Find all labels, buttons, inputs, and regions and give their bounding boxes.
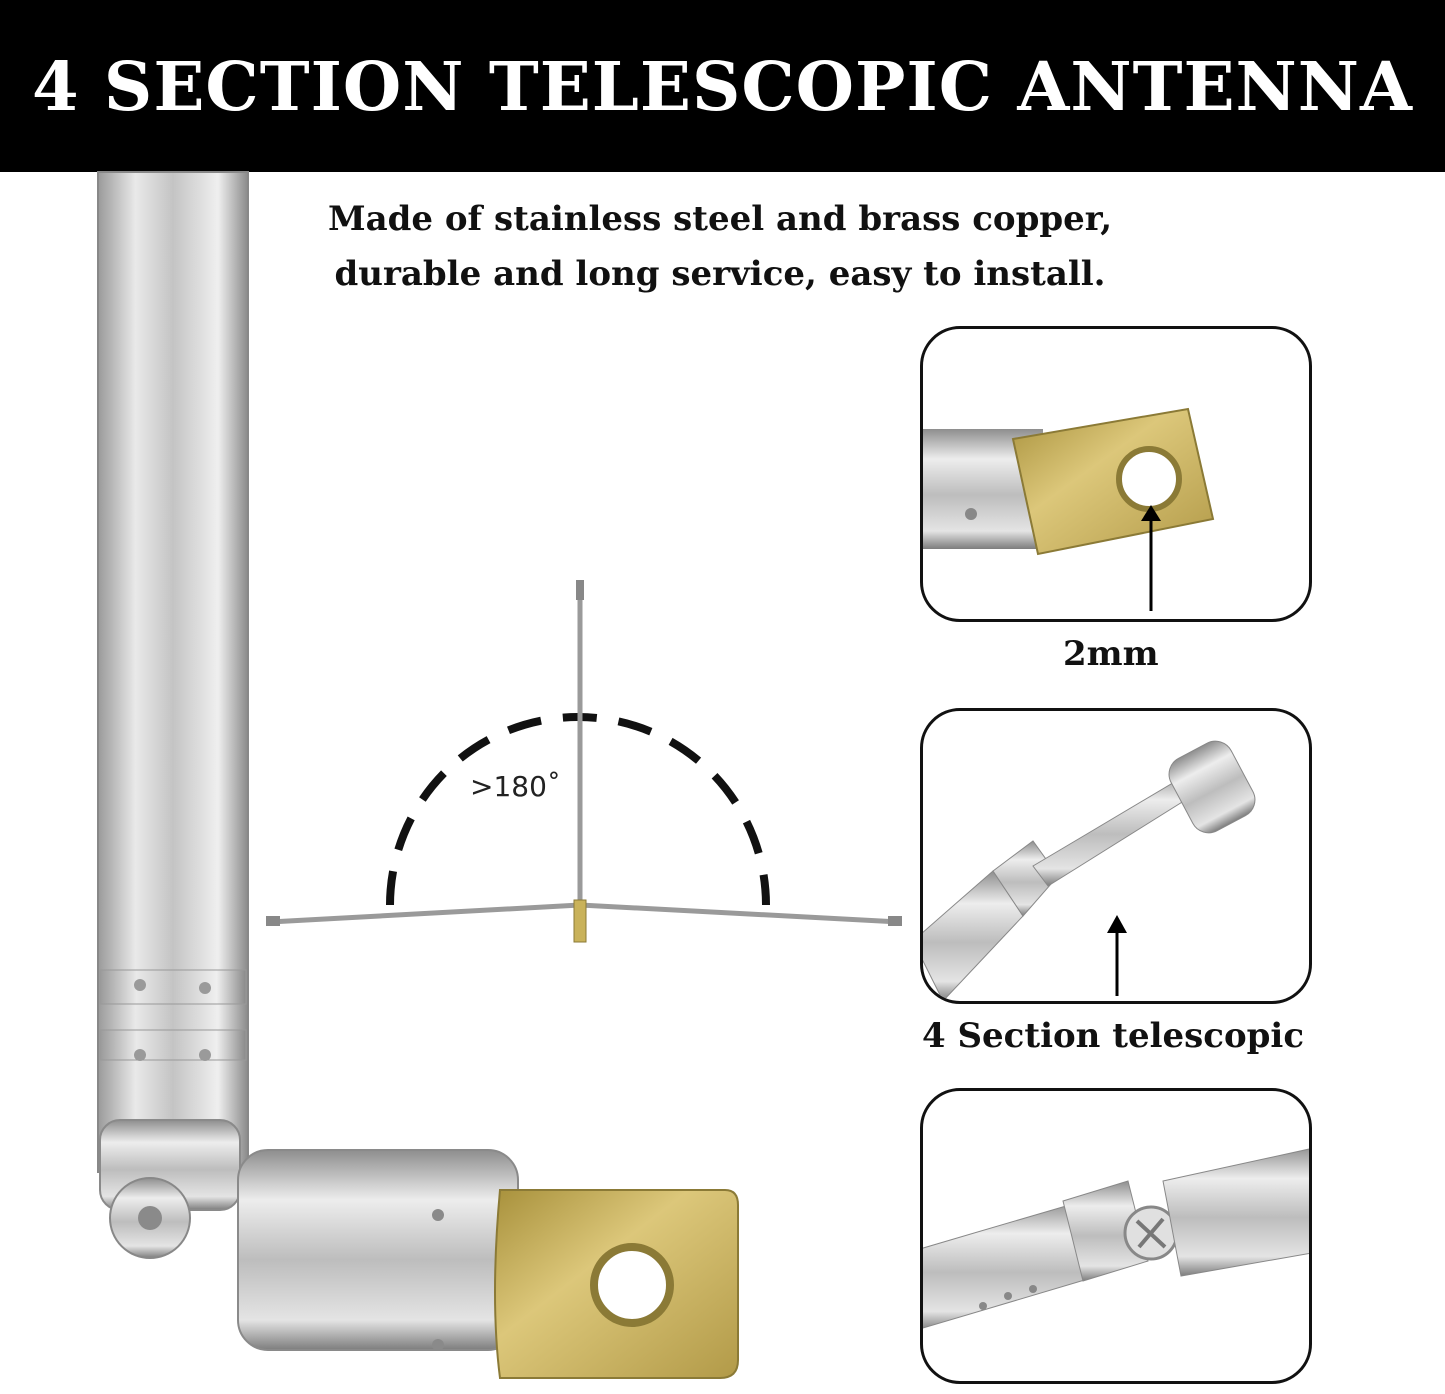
joint-closeup-image [923,1148,1309,1329]
detail-panel-tip [920,708,1312,1004]
title-banner: 4 SECTION TELESCOPIC ANTENNA [0,0,1445,172]
tip-closeup-image [923,740,1256,1001]
mount-dimple [432,1209,444,1221]
hinge-pin-hole [138,1206,162,1230]
angle-label: >180˚ [470,770,561,803]
antenna-joint-ring [99,1029,247,1061]
page-title: 4 SECTION TELESCOPIC ANTENNA [31,46,1414,126]
mount-dimple [432,1339,444,1351]
diagram-rod-tip [266,916,280,926]
diagram-rod-right [579,902,901,925]
lug-closeup-image [923,407,1215,611]
detail-panel-joint [920,1088,1312,1384]
antenna-dimple [199,982,211,994]
diagram-rod-tip [888,916,902,926]
product-description: Made of stainless steel and brass copper… [250,192,1190,302]
lug-caption: 2mm [1063,634,1159,674]
description-line-2: durable and long service, easy to instal… [334,254,1106,294]
antenna-rod [98,172,248,1172]
description-line-1: Made of stainless steel and brass copper… [327,199,1113,239]
tip-caption: 4 Section telescopic [922,1016,1305,1056]
antenna-joint-ring [99,969,247,1005]
diagram-rod-tip [576,580,584,600]
mount-tube [237,1149,519,1351]
antenna-dimple [134,979,146,991]
antenna-dimple [134,1049,146,1061]
diagram-rod-left [269,902,581,925]
lug-hole [590,1243,674,1327]
antenna-dimple [199,1049,211,1061]
diagram-base [573,899,587,943]
detail-panel-lug [920,326,1312,622]
